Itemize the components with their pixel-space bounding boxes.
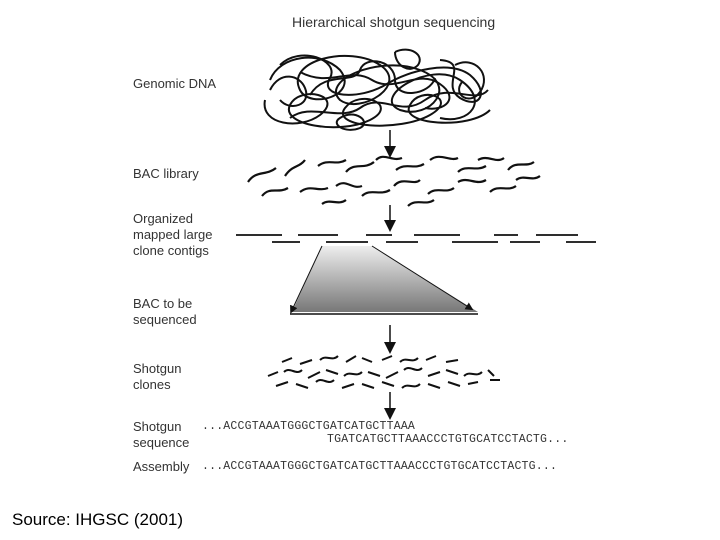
- bac-expansion-shape: [292, 246, 478, 312]
- source-citation: Source: IHGSC (2001): [12, 510, 183, 530]
- clone-contigs: [236, 235, 596, 242]
- genomic-dna-tangle: [265, 50, 490, 130]
- shotgun-clone-fragments: [268, 356, 500, 388]
- bac-library-fragments: [248, 157, 540, 206]
